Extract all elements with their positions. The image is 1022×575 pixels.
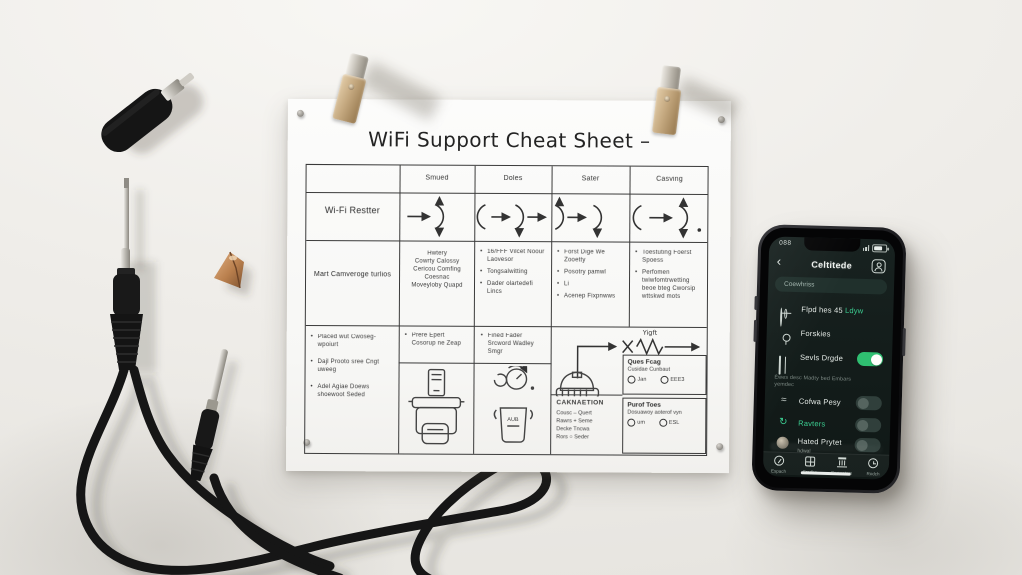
search-input[interactable]: Coewhriss: [774, 276, 888, 295]
clock-icon: [868, 458, 879, 469]
col-header: Casving: [656, 175, 683, 183]
copper-connector: [214, 251, 244, 289]
toggle-on[interactable]: [856, 351, 884, 367]
toggle-off[interactable]: [855, 395, 882, 411]
status-time: 088: [779, 239, 792, 247]
compass-icon: [773, 455, 785, 466]
radio-option: Jan: [627, 375, 646, 384]
mute-switch: [754, 295, 758, 310]
volume-buttons: [753, 319, 758, 342]
notch: [804, 237, 861, 252]
col-header: Sater: [581, 175, 600, 183]
screwdriver-tool: [101, 73, 195, 153]
cheat-sheet-table: Smued Doles Sater Casving Wi-Fi Restter: [304, 163, 709, 457]
radio-option: EEE3: [660, 375, 684, 384]
battery-icon: [871, 244, 888, 253]
corner-pin: [296, 109, 304, 117]
cell-text: Hwtery Cowrty Calossy Cericou Comfing Co…: [411, 250, 463, 289]
ques-box: Ques Fcag Cusidae Cunbaut Jan EEE3: [622, 354, 707, 396]
audio-plug-b: [190, 349, 228, 482]
cell-text: Forst Dige We Zooetty Posotry pamwl Li A…: [557, 248, 623, 304]
cell-text: Toestuting Foerst Spoess Perfomen twiwfo…: [635, 249, 705, 305]
list-item[interactable]: Sevls Drgde: [773, 346, 886, 375]
radio-circle-icon: [627, 418, 636, 427]
driver-shaft: [124, 178, 129, 258]
radio-circle-icon: [658, 418, 667, 427]
carnation-list: CAKNAETION Cousc – Quert Rawrs + Seme De…: [556, 399, 604, 441]
list-item[interactable]: ≈ Cofwa Pesy: [772, 390, 885, 413]
smartphone: 088 ‹ Celtitede Coewhriss Flpd hes 45 Ld…: [751, 223, 907, 495]
cheat-sheet-paper: WiFi Support Cheat Sheet – Smued Doles S…: [286, 98, 731, 474]
row-label-coverage: Mart Camveroge turlios: [313, 270, 392, 279]
cards-icon: [778, 355, 782, 375]
refresh-icon: ↻: [778, 416, 788, 428]
col-header: Smued: [425, 174, 449, 182]
row-label-wifi-router: Wi-Fi Restter: [324, 205, 380, 216]
status-icons: [862, 244, 888, 253]
router-sketch-icon: [408, 368, 465, 445]
corner-pin: [716, 443, 724, 451]
cell-text: Fined Fader Srcword Wadley Smgr: [481, 332, 545, 360]
cell-text: Prere Epert Cosorup ne Zeap: [405, 331, 469, 351]
caption-text: yemdec: [774, 381, 795, 389]
signal-bars-icon: [862, 245, 870, 251]
cell-text: 16/FFF Vilcet Noour Laovesor Tongsalwitt…: [480, 248, 546, 300]
diagram-label: Yigft: [642, 329, 658, 337]
signal-flow-diagram: [407, 196, 702, 239]
svg-text:AUB: AUB: [507, 417, 519, 423]
col-header: Doles: [503, 174, 523, 183]
grid-icon: [805, 456, 816, 467]
building-icon: [836, 457, 848, 468]
list-item[interactable]: Forskies: [800, 328, 831, 339]
audio-plug-a: [110, 248, 143, 370]
timer-and-bin-sketch-icon: AUB: [493, 365, 535, 443]
profile-button[interactable]: [871, 259, 886, 274]
clip-body: [651, 86, 681, 136]
tab-history[interactable]: Rodch: [857, 455, 889, 478]
purof-box: Purof Toes Dosuawoy aoterof vyn um ESL: [622, 397, 707, 455]
radio-option: ESL: [658, 418, 679, 427]
toggle-off[interactable]: [854, 417, 882, 433]
wave-icon: ≈: [780, 394, 787, 406]
radio-circle-icon: [660, 375, 669, 384]
list-item[interactable]: Flpd hes 45 Ldyw: [774, 298, 887, 327]
nav-header: ‹ Celtitede: [768, 254, 894, 275]
accent-word: Ldyw: [844, 305, 864, 316]
tab-explore[interactable]: Espach: [763, 452, 795, 475]
blocked-signal-diagram: Yigft: [555, 329, 701, 398]
cell-text: Placed wut Cwoseg-wpoiurt Dajl Prooto sr…: [310, 333, 392, 403]
list-item[interactable]: ↻ Ravters: [771, 412, 884, 435]
phone-screen: 088 ‹ Celtitede Coewhriss Flpd hes 45 Ld…: [762, 236, 896, 480]
radio-circle-icon: [627, 375, 636, 384]
radio-option: um: [627, 418, 645, 427]
